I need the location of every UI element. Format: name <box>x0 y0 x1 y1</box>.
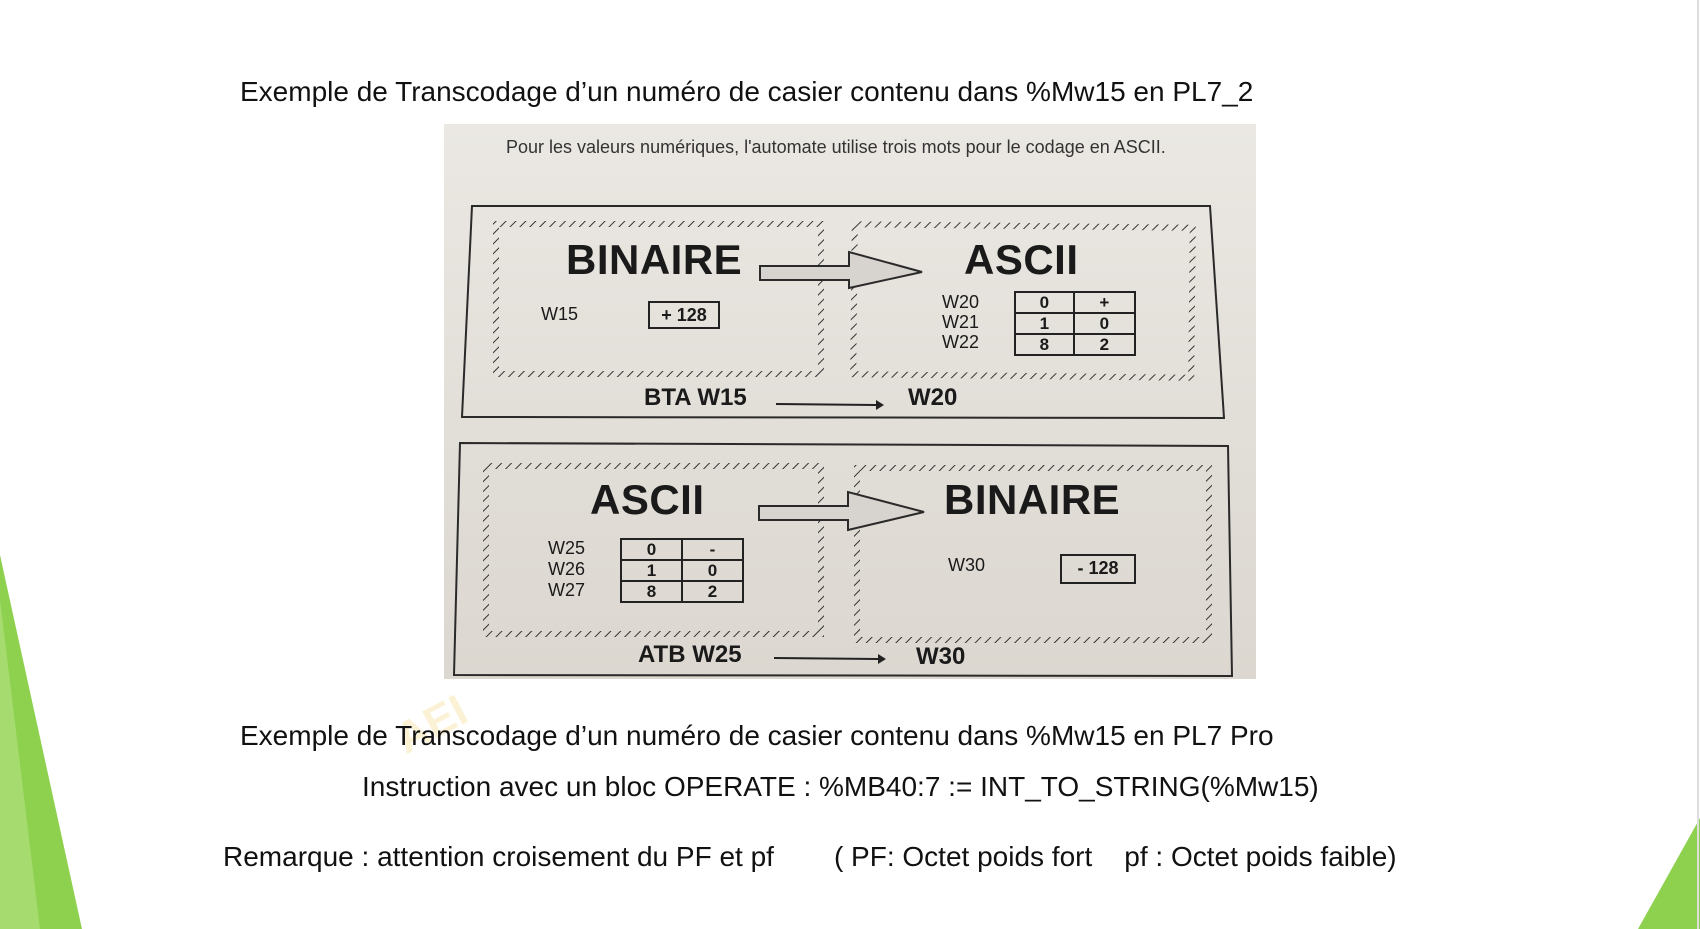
remark-pf-low-definition: pf : Octet poids faible) <box>1124 841 1397 872</box>
bottom-op-arrow <box>773 657 879 660</box>
table-cell: + <box>1072 291 1137 314</box>
table-cell: 1 <box>620 559 683 582</box>
table-cell: 0 <box>1072 312 1137 335</box>
top-ascii-labels: W20 W21 W22 <box>942 292 979 352</box>
table-cell: - <box>681 538 744 561</box>
bottom-ascii-title: ASCII <box>590 476 705 523</box>
remark-line: Remarque : attention croisement du PF et… <box>223 841 1397 873</box>
bottom-ascii-labels: W25 W26 W27 <box>548 538 585 601</box>
remark-text: Remarque : attention croisement du PF et… <box>223 841 774 872</box>
top-frame <box>460 205 1226 420</box>
w30-label: W30 <box>948 555 986 575</box>
left-light-triangle <box>0 600 40 929</box>
w21-label: W21 <box>942 312 980 332</box>
w15-value-box: + 128 <box>648 301 720 329</box>
top-operation: BTA W15 <box>644 384 747 411</box>
top-op-arrow <box>775 403 877 406</box>
w26-label: W26 <box>548 559 586 579</box>
bottom-right-hatched-box <box>854 465 1212 643</box>
diagram-frame <box>452 205 1234 678</box>
right-green-triangle <box>1638 818 1700 929</box>
remark-pf-definition: ( PF: Octet poids fort <box>833 841 1093 872</box>
bottom-operation: ATB W25 <box>638 641 742 668</box>
top-destination: W20 <box>908 384 958 411</box>
w27-label: W27 <box>548 580 586 600</box>
table-cell: 2 <box>681 580 744 603</box>
bottom-destination: W30 <box>916 643 966 670</box>
table-cell: 2 <box>1072 333 1137 356</box>
w22-label: W22 <box>942 332 980 352</box>
bottom-binaire-title: BINAIRE <box>944 476 1121 523</box>
w30-value-box: - 128 <box>1060 554 1136 584</box>
bottom-left-hatched-box <box>483 463 824 637</box>
table-row: 0+ <box>1014 291 1137 314</box>
table-row: 0- <box>620 538 744 561</box>
table-cell: 0 <box>620 538 683 561</box>
w20-label: W20 <box>942 292 980 312</box>
slide-title-pl7-2: Exemple de Transcodage d’un numéro de ca… <box>240 76 1254 107</box>
top-binaire-title: BINAIRE <box>566 236 743 283</box>
manual-photo: Pour les valeurs numériques, l'automate … <box>444 124 1256 679</box>
top-right-hatched-box <box>850 221 1196 381</box>
table-cell: 8 <box>620 580 683 603</box>
top-big-arrow <box>759 250 923 290</box>
table-cell: 1 <box>1014 312 1075 335</box>
top-ascii-title: ASCII <box>964 236 1079 283</box>
slide-title-pl7-pro: Exemple de Transcodage d’un numéro de ca… <box>240 720 1274 751</box>
bottom-frame <box>452 441 1234 678</box>
bottom-big-arrow <box>758 490 925 532</box>
photo-caption: Pour les valeurs numériques, l'automate … <box>506 137 1166 157</box>
table-cell: 8 <box>1014 333 1075 356</box>
table-cell: 0 <box>1014 291 1075 314</box>
table-cell: 0 <box>681 559 744 582</box>
w25-label: W25 <box>548 538 586 558</box>
operate-instruction: Instruction avec un bloc OPERATE : %MB40… <box>362 771 1319 802</box>
top-left-hatched-box <box>493 221 824 377</box>
w15-label: W15 <box>541 304 579 324</box>
